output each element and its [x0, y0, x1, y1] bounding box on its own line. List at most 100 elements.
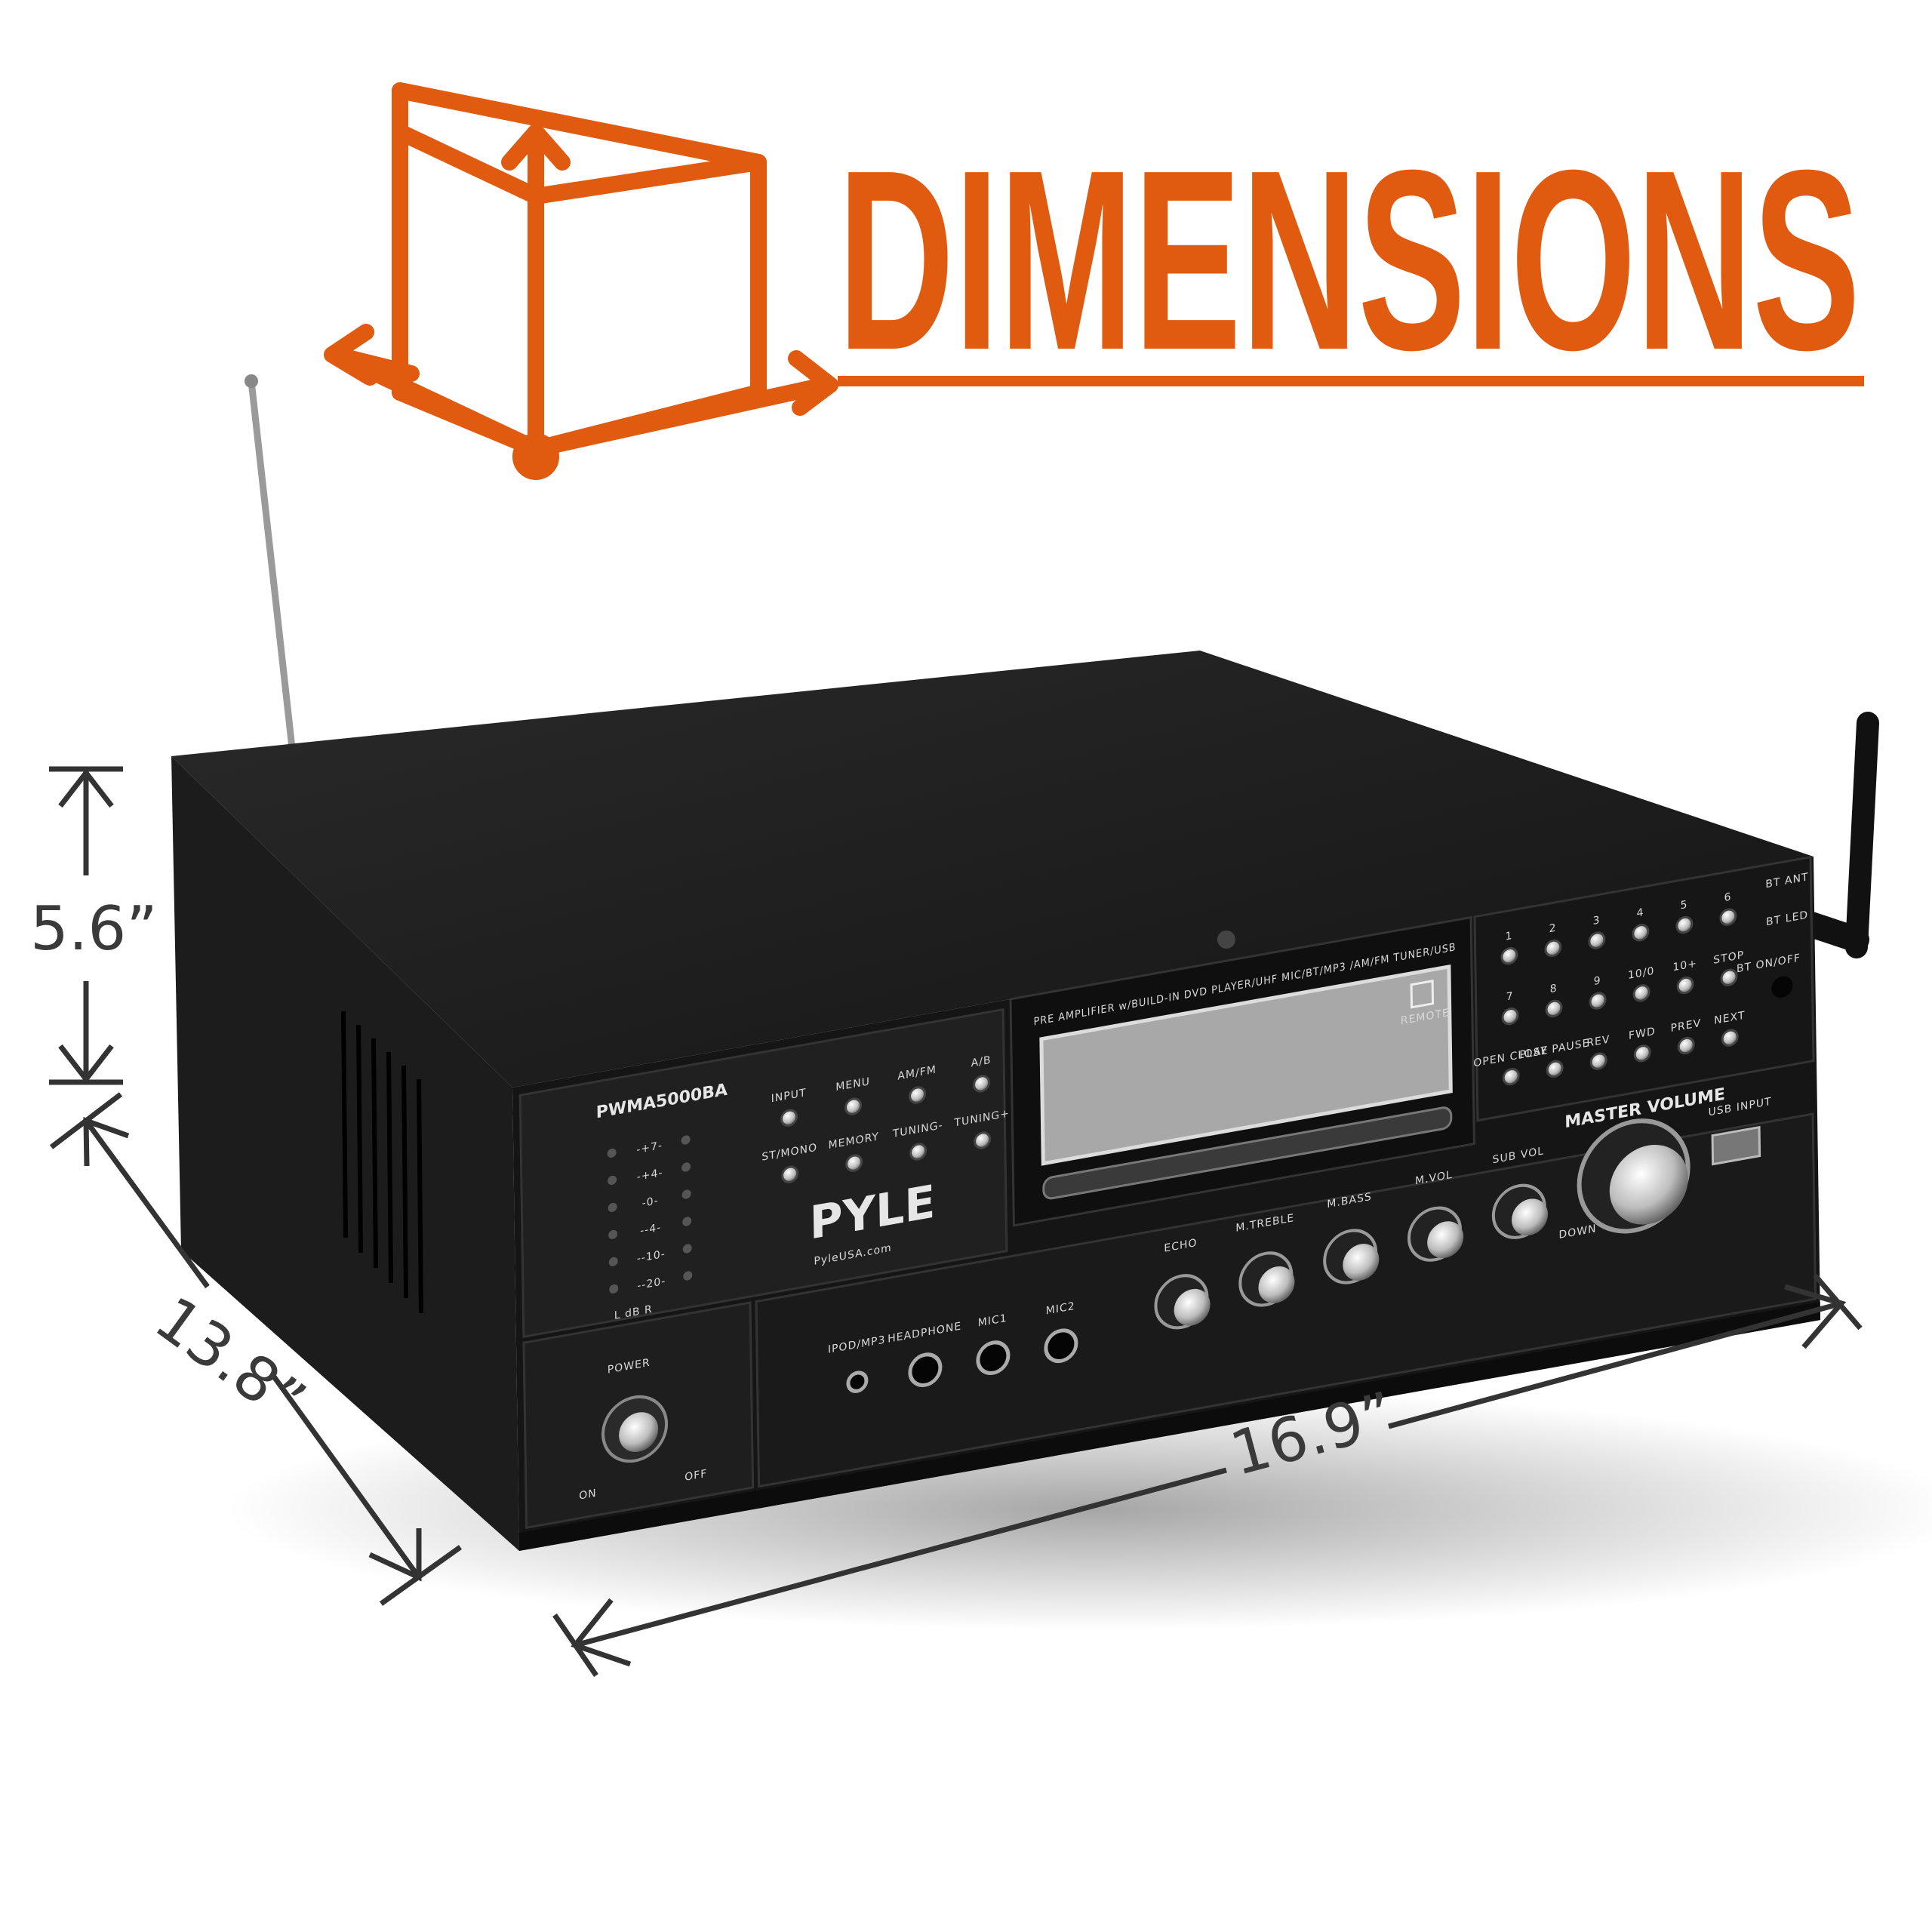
keypad-label: 8 — [1550, 983, 1558, 996]
master-volume-knob[interactable] — [1609, 1139, 1689, 1231]
page-title: DIMENSIONS — [838, 117, 1860, 404]
keypad-label: 1 — [1505, 930, 1512, 943]
keypad-button-next[interactable] — [1721, 1029, 1739, 1047]
ir-remote-icon — [1410, 980, 1435, 1009]
power-off-label: OFF — [685, 1468, 707, 1484]
top-panel — [171, 651, 1814, 1088]
controls-section — [755, 1112, 1817, 1488]
keypad-label: PREV — [1670, 1017, 1701, 1035]
keypad-label: FWD — [1629, 1026, 1656, 1042]
keypad-button-open-close[interactable] — [1502, 1068, 1520, 1086]
width-dimension — [552, 1273, 1863, 1677]
meter-level-label: -+4- — [637, 1167, 663, 1183]
meter-led-left — [608, 1229, 618, 1240]
fm-antenna — [245, 374, 297, 755]
meter-led-right — [681, 1162, 691, 1172]
jack-ipod-mp3[interactable] — [846, 1371, 869, 1393]
keypad-button-9[interactable] — [1589, 992, 1607, 1010]
tuner-button-tuning-[interactable] — [909, 1143, 928, 1161]
keypad-label: 5 — [1680, 899, 1687, 912]
lcd-display — [1039, 964, 1453, 1166]
side-vents — [341, 1011, 423, 1314]
height-label: 5.6” — [30, 894, 158, 964]
tuner-section — [518, 1008, 1008, 1338]
power-on-label: ON — [579, 1487, 597, 1503]
disc-slot[interactable] — [1042, 1106, 1453, 1200]
keypad-button-1[interactable] — [1500, 947, 1518, 965]
top-screw — [1217, 931, 1235, 949]
usb-port[interactable] — [1711, 1125, 1761, 1166]
keypad-button-7[interactable] — [1501, 1008, 1519, 1026]
tuner-button-st-mono[interactable] — [781, 1165, 799, 1183]
front-panel: PWMA5000BA -+7--+4--0---4---10---20- L d… — [512, 855, 1821, 1551]
keypad-button-fwd[interactable] — [1633, 1044, 1651, 1063]
knob-m-vol[interactable] — [1427, 1218, 1464, 1261]
keypad-label: 4 — [1636, 906, 1644, 920]
jack-label: MIC1 — [978, 1312, 1008, 1330]
keypad-button-4[interactable] — [1632, 924, 1650, 942]
tuner-button-am-fm[interactable] — [909, 1086, 927, 1104]
keypad-label: 10/0 — [1628, 965, 1655, 982]
meter-level-label: -0- — [642, 1195, 659, 1210]
keypad-button-3[interactable] — [1588, 931, 1606, 949]
keypad-button-prev[interactable] — [1677, 1036, 1695, 1055]
depth-dimension — [49, 1092, 463, 1606]
title-underline — [838, 376, 1864, 386]
meter-led-left — [608, 1175, 617, 1186]
power-button-cap — [619, 1412, 659, 1453]
bt-power-switch[interactable] — [1771, 974, 1793, 999]
keypad-label: 10+ — [1672, 958, 1697, 974]
meter-level-label: -+7- — [636, 1140, 663, 1156]
tuner-button-tuning-[interactable] — [974, 1131, 992, 1149]
meter-led-left — [608, 1257, 618, 1267]
jack-mic1[interactable] — [976, 1340, 1011, 1376]
keypad-button-10-0[interactable] — [1632, 984, 1651, 1002]
tuner-button-input[interactable] — [780, 1109, 798, 1127]
keypad-label: 7 — [1506, 990, 1514, 1004]
knob-echo[interactable] — [1174, 1286, 1211, 1329]
level-meter: -+7- -+4- -0- --4- --10- --20- — [607, 1135, 693, 1294]
tuner-button-label: A/B — [971, 1054, 992, 1070]
jack-headphone[interactable] — [908, 1352, 943, 1388]
keypad-button-5[interactable] — [1675, 915, 1694, 934]
keypad-label: NEXT — [1714, 1010, 1745, 1027]
jack-mic2[interactable] — [1044, 1328, 1078, 1364]
keypad-label: STOP — [1713, 949, 1744, 967]
box-dimensions-icon — [324, 82, 838, 480]
amplifier-body — [171, 651, 1814, 1551]
tuner-button-menu[interactable] — [844, 1097, 863, 1115]
jack-label: MIC2 — [1046, 1300, 1075, 1318]
meter-level-label: --10- — [637, 1248, 666, 1266]
knob-sub-vol[interactable] — [1512, 1196, 1549, 1239]
height-dimension — [49, 766, 123, 1085]
knob-m-bass[interactable] — [1343, 1241, 1380, 1284]
meter-led-right — [682, 1217, 692, 1226]
keypad-label: REV — [1586, 1033, 1610, 1049]
keypad-button-2[interactable] — [1544, 939, 1562, 958]
meter-led-left — [607, 1148, 617, 1158]
keypad-button-rev[interactable] — [1589, 1052, 1607, 1070]
meter-level-label: --4- — [640, 1222, 661, 1238]
meter-led-right — [683, 1271, 693, 1281]
tuner-button-a-b[interactable] — [973, 1075, 991, 1093]
knob-label: ECHO — [1164, 1237, 1197, 1255]
keypad-label: 6 — [1724, 891, 1731, 904]
meter-level-label: --20- — [637, 1275, 666, 1293]
keypad-button-6[interactable] — [1719, 908, 1737, 926]
keypad-label: 2 — [1549, 922, 1556, 936]
keypad-button-8[interactable] — [1545, 999, 1563, 1018]
meter-led-left — [609, 1284, 619, 1294]
meter-led-right — [681, 1135, 691, 1145]
keypad-button-stop[interactable] — [1720, 968, 1738, 986]
meter-led-right — [682, 1244, 692, 1254]
tuner-button-memory[interactable] — [845, 1154, 863, 1172]
knob-m-treble[interactable] — [1258, 1263, 1295, 1306]
keypad-button-10-[interactable] — [1676, 976, 1694, 995]
keypad-label: 3 — [1592, 914, 1600, 928]
keypad-button-play-pause[interactable] — [1546, 1060, 1564, 1078]
keypad-label: 9 — [1594, 974, 1601, 988]
